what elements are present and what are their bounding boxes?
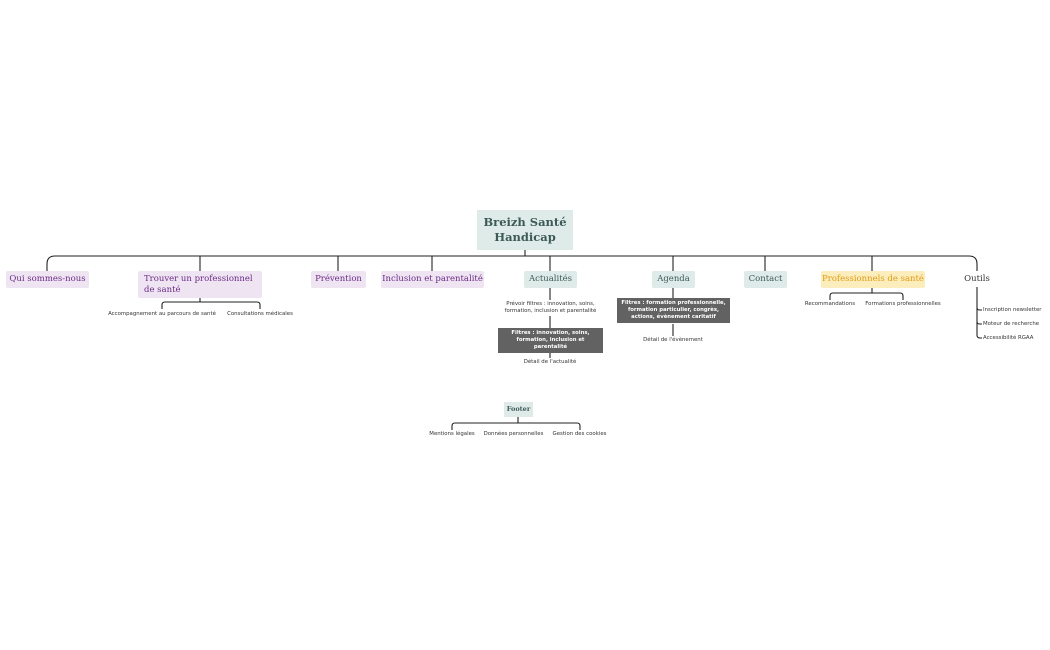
node-actualites: Actualités <box>524 271 577 288</box>
node-detail-evenement: Détail de l'évènement <box>643 337 703 343</box>
node-mentions-legales: Mentions légales <box>429 431 475 437</box>
root-title-line1: Breizh Santé <box>483 215 567 229</box>
node-contact: Contact <box>744 271 787 288</box>
node-inclusion-parentalite: Inclusion et parentalité <box>381 271 484 288</box>
node-footer: Footer <box>504 402 533 417</box>
node-accessibilite-rgaa: Accessibilité RGAA <box>983 335 1034 341</box>
node-accompagnement-parcours: Accompagnement au parcours de santé <box>108 311 216 317</box>
connector-main-bus <box>46 255 978 265</box>
node-prevoir-filtres: Prévoir filtres : innovation, soins, for… <box>504 301 597 314</box>
connector-outils-2 <box>976 321 982 325</box>
node-inscription-newsletter: Inscription newsletter <box>983 307 1042 313</box>
node-gestion-cookies: Gestion des cookies <box>552 431 607 437</box>
node-prevention: Prévention <box>311 271 366 288</box>
node-formations-professionnelles: Formations professionnelles <box>865 301 941 307</box>
node-agenda-filtres: Filtres : formation professionnelle, for… <box>617 298 730 323</box>
connector-outils-1 <box>976 307 982 311</box>
node-moteur-recherche: Moteur de recherche <box>983 321 1040 327</box>
node-agenda: Agenda <box>652 271 695 288</box>
node-actualites-filtres: Filtres : innovation, soins, formation, … <box>498 328 603 353</box>
node-consultations-medicales: Consultations médicales <box>227 311 293 317</box>
connector-trouver-bus <box>161 301 261 309</box>
connector-footer-bus <box>451 422 581 430</box>
root-node: Breizh Santé Handicap <box>477 210 573 250</box>
node-qui-sommes-nous: Qui sommes-nous <box>6 271 89 288</box>
node-donnees-personnelles: Données personnelles <box>483 431 544 437</box>
node-trouver-professionnel: Trouver un professionnel de santé <box>138 271 262 298</box>
root-title-line2: Handicap <box>494 230 556 244</box>
node-detail-actualite: Détail de l'actualité <box>523 359 577 365</box>
node-outils: Outils <box>964 274 990 284</box>
connector-professionnels-bus <box>829 292 904 300</box>
connector-outils-vertical <box>976 287 982 339</box>
node-professionnels-sante: Professionnels de santé <box>821 271 925 288</box>
node-recommandations: Recommandations <box>804 301 856 307</box>
